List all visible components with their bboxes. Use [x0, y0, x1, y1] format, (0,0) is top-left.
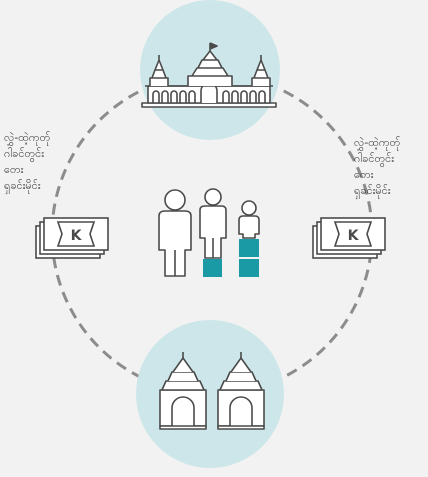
label-left-line: လွှဲ-ထဲ့ကုတ်ု	[4, 131, 51, 144]
label-left-line: ရှခင်းမိုင်း	[4, 179, 41, 192]
banknote-symbol-left: K	[71, 228, 83, 244]
banknote-icon-left	[35, 217, 109, 259]
person-short-icon	[238, 200, 260, 239]
block-medium-1	[203, 259, 222, 277]
label-right-line: ရှခင်းမိုင်း	[354, 184, 391, 197]
block-short-2	[239, 259, 259, 277]
label-left-line: ဂါခင်တွင်း	[4, 147, 45, 160]
person-medium-icon	[199, 188, 227, 259]
label-right: လွှဲ-ထဲ့ကုတ်ု ဂါခင်တွင်း တေး ရှခင်းမိုင်…	[354, 135, 400, 199]
people-height-blocks-icon	[158, 188, 260, 277]
banknote-icon-right	[312, 217, 386, 259]
banknote-symbol-right: K	[348, 228, 360, 244]
label-right-line: ဂါခင်တွင်း	[354, 152, 395, 165]
top-node	[140, 0, 280, 140]
bottom-node	[136, 320, 284, 468]
label-right-line: လွှဲ-ထဲ့ကုတ်ု	[354, 136, 401, 149]
palace-icon	[141, 42, 277, 108]
person-tall-icon	[158, 189, 192, 277]
bottom-node-circle	[136, 320, 284, 468]
label-right-line: တေး	[354, 168, 374, 181]
block-short-1	[239, 239, 259, 257]
label-left-line: တေး	[4, 163, 24, 176]
temple-gates-icon	[159, 352, 265, 430]
label-left: လွှဲ-ထဲ့ကုတ်ု ဂါခင်တွင်း တေး ရှခင်းမိုင်…	[4, 130, 50, 194]
